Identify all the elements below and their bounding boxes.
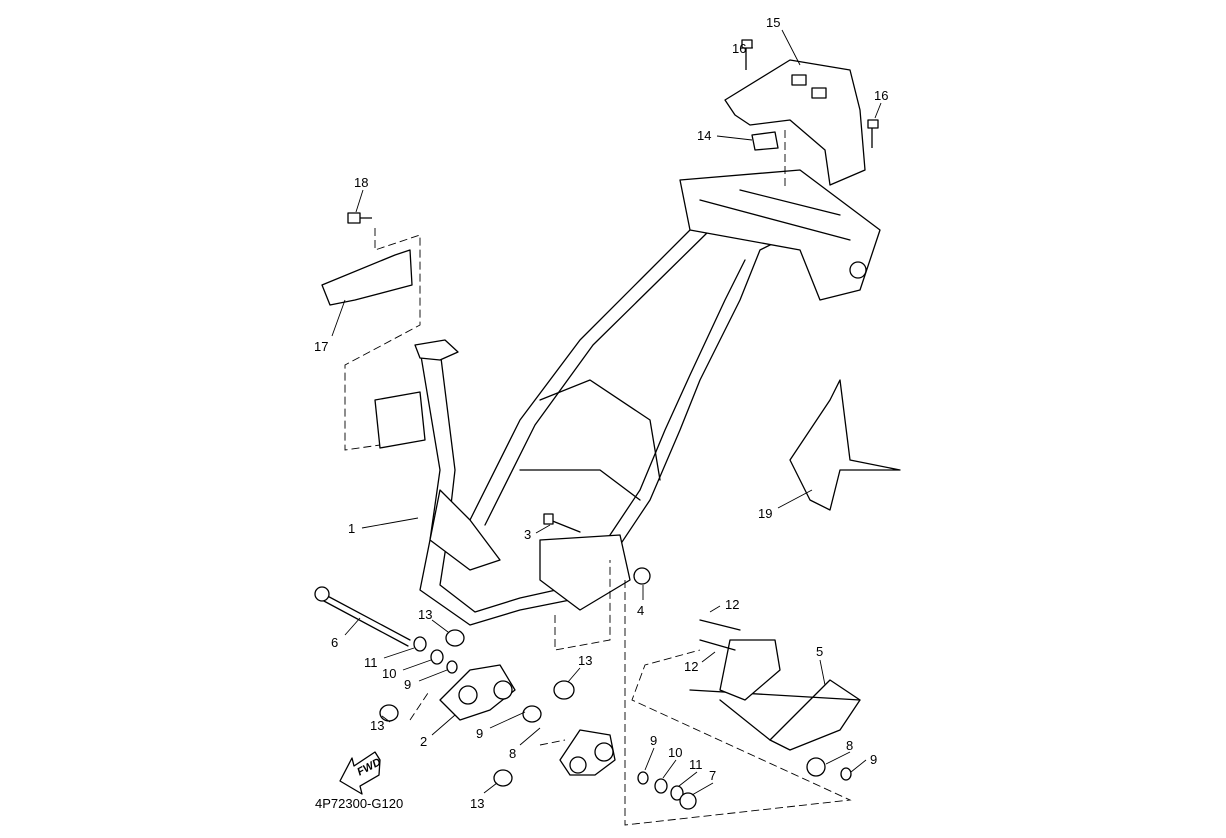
callout-13: 13 <box>578 653 592 668</box>
drawing-code: 4P72300-G120 <box>315 796 403 811</box>
callout-labels: 15 16 16 14 18 17 1 3 19 4 6 12 12 5 13 … <box>314 15 888 811</box>
callout-13: 13 <box>470 796 484 811</box>
callout-9: 9 <box>404 677 411 692</box>
bracket-hole <box>791 74 807 86</box>
callout-18: 18 <box>354 175 368 190</box>
callout-9: 9 <box>650 733 657 748</box>
callout-19: 19 <box>758 506 772 521</box>
rear-bracket <box>724 59 866 186</box>
callout-9: 9 <box>870 752 877 767</box>
callout-6: 6 <box>331 635 338 650</box>
engine-bracket-left <box>439 664 516 721</box>
forward-arrow-icon: FWD <box>339 751 383 795</box>
callout-9: 9 <box>476 726 483 741</box>
main-frame <box>374 169 881 626</box>
callout-15: 15 <box>766 15 780 30</box>
callout-2: 2 <box>420 734 427 749</box>
callout-14: 14 <box>697 128 711 143</box>
washers <box>379 567 852 810</box>
callout-13: 13 <box>370 718 384 733</box>
callout-13: 13 <box>418 607 432 622</box>
callout-11: 11 <box>364 655 378 670</box>
side-bracket <box>321 249 413 306</box>
callout-16: 16 <box>874 88 888 103</box>
guard-part <box>789 379 901 511</box>
bracket-hole <box>811 87 827 99</box>
callout-7: 7 <box>709 768 716 783</box>
callout-11: 11 <box>689 757 703 772</box>
long-bolt <box>319 591 411 647</box>
bolt-icon <box>347 212 372 224</box>
clip-part <box>751 131 779 151</box>
bolt-icon <box>867 119 879 148</box>
callout-10: 10 <box>668 745 682 760</box>
callout-3: 3 <box>524 527 531 542</box>
callout-17: 17 <box>314 339 328 354</box>
main-stand <box>769 679 861 751</box>
leader-lines <box>331 29 882 796</box>
callout-12: 12 <box>725 597 739 612</box>
callout-8: 8 <box>509 746 516 761</box>
bolt-3 <box>549 519 581 533</box>
callout-8: 8 <box>846 738 853 753</box>
assembly-lines <box>344 130 852 826</box>
callout-10: 10 <box>382 666 396 681</box>
callout-4: 4 <box>637 603 644 618</box>
stand-bracket <box>719 639 781 701</box>
callout-5: 5 <box>816 644 823 659</box>
callout-12: 12 <box>684 659 698 674</box>
callout-1: 1 <box>348 521 355 536</box>
callout-16: 16 <box>732 41 746 56</box>
